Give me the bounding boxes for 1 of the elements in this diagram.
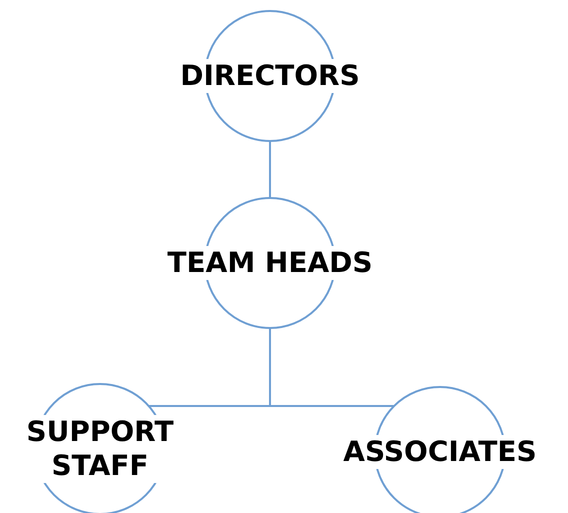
connector-line — [269, 141, 271, 198]
